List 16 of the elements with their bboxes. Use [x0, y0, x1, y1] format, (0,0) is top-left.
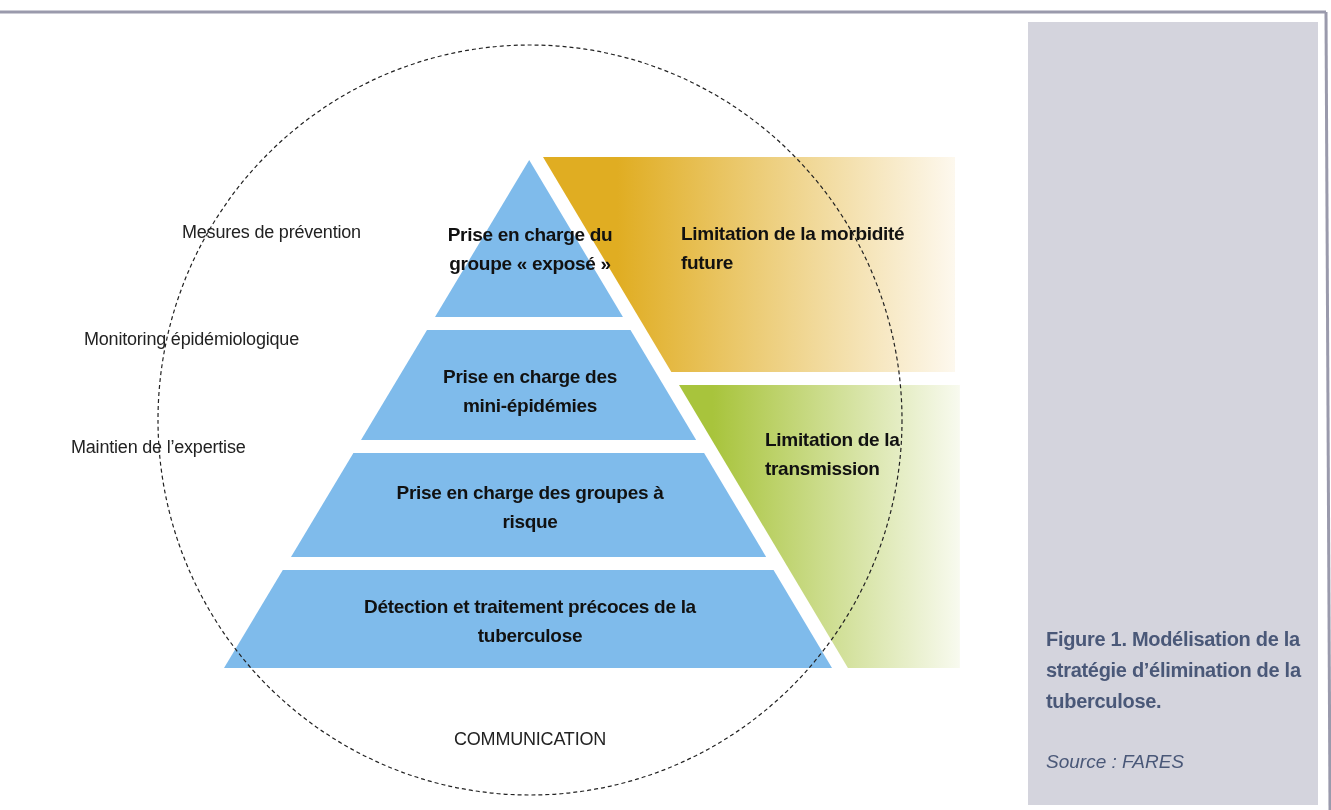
side-label: Maintien de l’expertise — [71, 437, 246, 458]
tier-label: Prise en charge des mini-épidémies — [442, 365, 618, 418]
bottom-label: COMMUNICATION — [454, 729, 607, 750]
pyramid-tier — [290, 453, 766, 557]
tier-label: Prise en charge des groupes à risque — [395, 481, 665, 534]
pyramid-tier — [434, 160, 623, 317]
band-label: Limitation de la transmission — [765, 428, 901, 481]
source-note: Source : FARES — [1046, 751, 1184, 773]
band-label: Limitation de la morbidité future — [681, 222, 906, 275]
tier-label: Détection et traitement précoces de la tuberculose — [363, 595, 697, 648]
pyramid-tier — [361, 330, 697, 440]
pyramid-tier — [224, 570, 833, 668]
figure-caption: Figure 1. Modélisation de la stratégie d’élimination de la tuberculose. — [1046, 627, 1303, 714]
side-label: Monitoring épidémiologique — [84, 329, 299, 350]
gradient-band — [679, 385, 960, 668]
side-label: Mesures de prévention — [182, 222, 361, 243]
